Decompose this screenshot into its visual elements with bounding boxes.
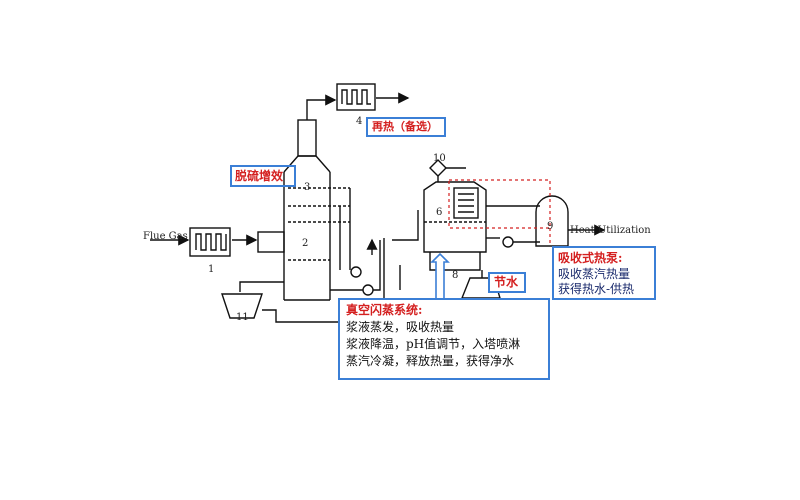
equipment-number-11: 11 bbox=[236, 312, 249, 323]
reheat-label: 再热（备选） bbox=[372, 120, 438, 133]
vacuum-title: 真空闪蒸系统: bbox=[346, 303, 423, 317]
vacuum-line-1: 浆液蒸发，吸收热量 bbox=[346, 320, 455, 334]
equipment-number-6: 6 bbox=[436, 207, 443, 218]
desulfur-label: 脱硫增效 bbox=[235, 169, 284, 183]
reheat-callout: 再热（备选） bbox=[366, 117, 446, 137]
vacuum-line-3: 蒸汽冷凝，释放热量，获得净水 bbox=[346, 354, 515, 368]
equipment-number-3: 3 bbox=[304, 182, 311, 193]
absorber-tower bbox=[257, 119, 351, 301]
reheater-icon bbox=[336, 83, 376, 111]
equipment-number-8: 8 bbox=[452, 270, 459, 281]
flash-arrow-icon bbox=[430, 252, 450, 301]
stack-outlet-line bbox=[306, 94, 337, 120]
equipment-number-10: 10 bbox=[433, 153, 446, 164]
equipment-number-2: 2 bbox=[302, 238, 309, 249]
desulfur-callout: 脱硫增效 bbox=[230, 165, 296, 187]
absorption-title: 吸收式热泵: bbox=[558, 251, 623, 265]
heat-recovery-highlight bbox=[448, 179, 551, 229]
heat-exchanger-icon bbox=[189, 227, 231, 257]
tank-icon bbox=[221, 293, 263, 319]
pump-icon bbox=[502, 236, 514, 248]
equipment-number-1: 1 bbox=[208, 264, 215, 275]
vacuum-flash-callout: 真空闪蒸系统: 浆液蒸发，吸收热量 浆液降温，pH值调节，入塔喷淋 蒸汽冷凝，释… bbox=[338, 298, 550, 380]
absorption-heat-pump-callout: 吸收式热泵: 吸收蒸汽热量 获得热水-供热 bbox=[552, 246, 656, 300]
absorption-line-1: 吸收蒸汽热量 bbox=[558, 267, 631, 281]
absorption-heat-pump bbox=[535, 195, 569, 247]
vacuum-line-2: 浆液降温，pH值调节，入塔喷淋 bbox=[346, 337, 521, 351]
flash-vessel bbox=[423, 181, 487, 271]
heat-utilization-label: Heat Utilization bbox=[570, 225, 651, 236]
equipment-number-4: 4 bbox=[356, 116, 363, 127]
pump-icon bbox=[362, 284, 374, 296]
water-saving-callout: 节水 bbox=[488, 272, 526, 293]
equipment-number-9: 9 bbox=[547, 221, 554, 232]
absorption-line-2: 获得热水-供热 bbox=[558, 282, 635, 296]
flue-gas-label: Flue Gas bbox=[143, 231, 188, 242]
water-saving-label: 节水 bbox=[494, 275, 519, 289]
pump-icon bbox=[350, 266, 362, 278]
